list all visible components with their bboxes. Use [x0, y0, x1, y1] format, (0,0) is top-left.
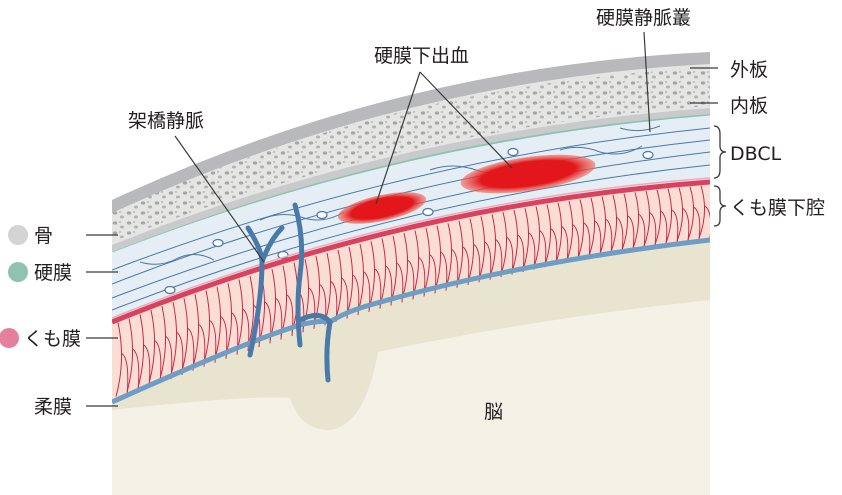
arachnoid-legend-dot — [0, 328, 19, 348]
trabecula-strand — [676, 187, 690, 242]
leader-lines — [86, 31, 718, 407]
trabecula-strand — [687, 186, 701, 240]
bone-diploe — [112, 68, 710, 242]
trabecula-strand — [698, 185, 710, 239]
brain-inner — [112, 300, 710, 495]
pia-mater — [112, 237, 710, 405]
label-subdural-hemorrhage: 硬膜下出血 — [374, 45, 469, 67]
dura-legend-dot — [8, 262, 28, 282]
label-dural-venous-plexus: 硬膜静脈叢 — [596, 7, 691, 29]
label-bridging-vein: 架橋静脈 — [128, 110, 204, 132]
hemorrhage-left — [337, 192, 427, 224]
hemorrhage-right — [460, 154, 596, 194]
trabecula-strand — [654, 189, 668, 245]
outer-table — [112, 52, 710, 213]
legend-label-bone: 骨 — [34, 225, 53, 247]
dbcl-brace — [713, 125, 727, 179]
subarachnoid-brace — [713, 185, 727, 227]
subarachnoid-space — [112, 180, 710, 400]
label-brain: 脳 — [484, 401, 503, 423]
bone-legend-dot — [8, 225, 28, 245]
trabecula-strand — [665, 188, 679, 244]
label-subarachnoid-space: くも膜下腔 — [730, 197, 825, 219]
plexus-nodes — [164, 147, 654, 295]
label-outer-table: 外板 — [730, 59, 768, 81]
arachnoid-highlight — [112, 177, 710, 319]
label-dbcl: DBCL — [730, 143, 782, 165]
trabecula-strand — [643, 190, 657, 247]
legend-label-arachnoid: くも膜 — [24, 328, 81, 350]
bridging-vein — [245, 202, 333, 383]
legend-label-dura: 硬膜 — [34, 262, 72, 284]
arachnoid-membrane — [112, 179, 710, 325]
legend-label-pia: 柔膜 — [34, 396, 72, 418]
label-inner-table: 内板 — [730, 95, 768, 117]
